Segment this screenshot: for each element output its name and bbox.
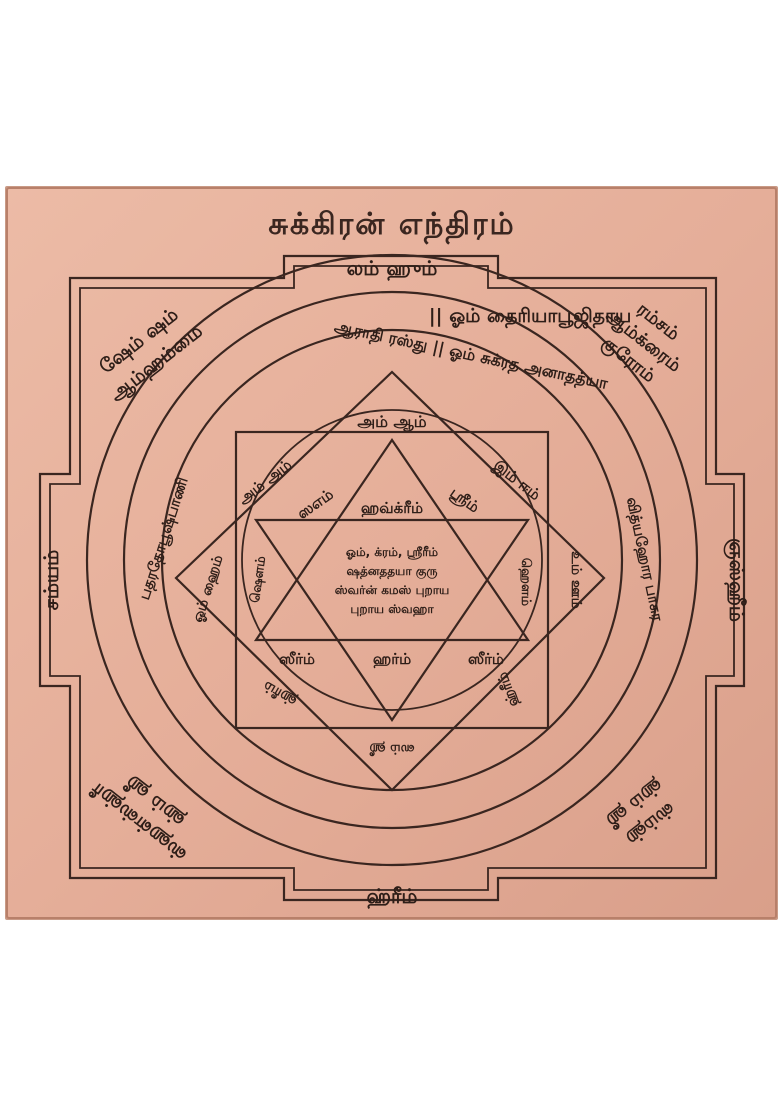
- diamond-right-text: உம் ஊம்: [568, 551, 584, 609]
- star-left-text: ஷௌம்: [248, 555, 269, 604]
- inner-square: [234, 430, 550, 730]
- copper-plate: [6, 187, 777, 919]
- center-mantra-line-2: ஷத்னததயா குரு: [347, 564, 438, 579]
- bhupura-outer-frame: [38, 254, 746, 902]
- star-bottom-right-text: ஸீர்ம்: [468, 650, 504, 668]
- diamond-top-text: அம் ஆம்: [357, 412, 426, 432]
- center-mantra-line-1: ஓம், க்ரம், ஸ்ரீரீம்: [346, 545, 439, 560]
- left-gate-mantra: சம்யம்: [39, 550, 63, 610]
- middle-circle: [122, 290, 662, 830]
- top-gate-mantra: லம் ஹும்: [347, 256, 438, 282]
- star-top-text: ஹவ்க்ரீம்: [361, 499, 423, 517]
- diamond-bottom-text: ஸம் ஹீ: [369, 741, 415, 757]
- outer-circle: [85, 253, 699, 867]
- yantra-title: சுக்கிரன் எந்திரம்: [268, 207, 515, 245]
- hexagram-down-triangle: [253, 518, 531, 722]
- center-mantra-line-4: புறாய ஸ்வஹா: [350, 602, 434, 617]
- core-circle: [241, 409, 543, 711]
- hexagram-up-triangle: [253, 438, 531, 642]
- center-mantra-line-3: ஸ்வர்ன் கமஸ் புறாய: [335, 583, 450, 597]
- bottom-gate-mantra: ஹ்ரீம்: [367, 884, 418, 910]
- star-bottom-text: ஹர்ம்: [373, 650, 411, 668]
- diamond: [174, 370, 606, 792]
- star-right-text: ஹௌம்: [518, 558, 533, 607]
- right-gate-mantra: ஞஸ்ஹீம்: [723, 538, 749, 622]
- star-bottom-left-text: ஸீர்ம்: [279, 650, 315, 668]
- outer-ring-text-top: || ஓம் தைரியாபூஜிதாய: [429, 305, 632, 329]
- bhupura-inner-frame: [49, 265, 735, 891]
